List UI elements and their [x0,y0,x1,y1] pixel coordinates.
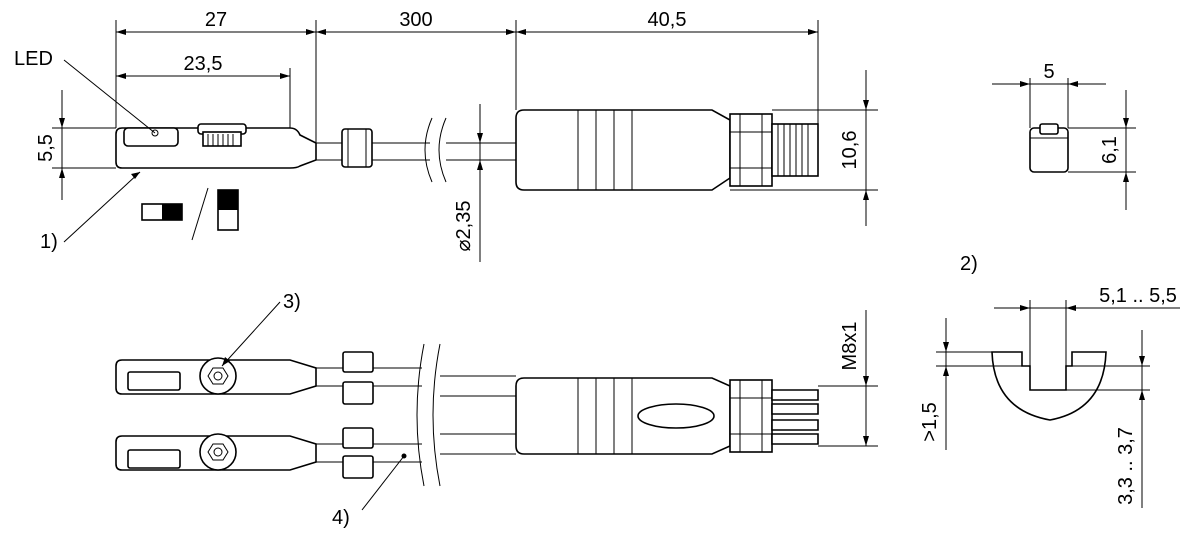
dim-m8x1: M8x1 [839,322,861,371]
connector-body [515,109,731,191]
switch-symbol-horizontal [141,203,183,221]
led-window [123,127,179,147]
dim-27: 27 [205,9,227,31]
dim-10-6: 10,6 [839,131,861,170]
note-4-label: 4) [332,507,350,529]
clamp-screw [197,123,247,147]
dim-23-5: 23,5 [184,53,223,75]
dim-5-5: 5,5 [35,134,57,162]
led-label: LED [14,48,53,70]
note-1-label: 1) [40,231,58,253]
coupling-nut [729,113,773,187]
connector-label-oval [637,403,715,429]
slot-profile: 2) 5,1 .. 5,5 >1,5 3,3 .. 3,7 [919,253,1180,508]
dim-5-1-5-5: 5,1 .. 5,5 [1099,285,1177,307]
dim-dia-2-35: ⌀2,35 [453,201,475,252]
dim-gt-1-5: >1,5 [919,402,941,441]
top-assembly: 27 300 40,5 23,5 5,5 LED 1) [14,9,878,262]
dim-300: 300 [399,9,432,31]
dim-5: 5 [1043,61,1054,83]
cable-ferrule [341,128,373,168]
led-dot [151,129,159,137]
dim-3-3-3-7: 3,3 .. 3,7 [1115,427,1137,505]
dim-40-5: 40,5 [648,9,687,31]
screw-head-lower [199,433,237,471]
connector-thread [771,123,819,177]
note-3-label: 3) [283,291,301,313]
end-view: 5 6,1 [992,61,1136,210]
note-2-label: 2) [960,253,978,275]
connector-pins [771,389,819,445]
cable-break-lower [416,343,425,487]
bottom-assembly: M8x1 3) 4) [115,291,878,529]
cable-break [424,117,433,183]
dim-6-1: 6,1 [1099,136,1121,164]
screw-head-upper [199,357,237,395]
switch-symbol-vertical [217,189,239,231]
